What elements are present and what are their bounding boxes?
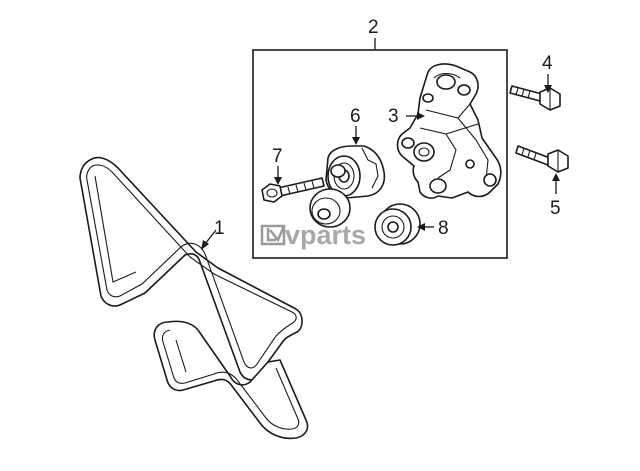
- callout-4: 4: [542, 53, 553, 74]
- callout-3: 3: [388, 106, 399, 127]
- bolt-5: [515, 145, 569, 173]
- watermark-text: vparts: [285, 220, 366, 250]
- watermark: vparts: [260, 220, 366, 250]
- lv-logo-icon: [260, 224, 286, 246]
- callout-6: 6: [350, 106, 361, 127]
- callout-2: 2: [368, 17, 379, 38]
- callout-8: 8: [438, 218, 449, 239]
- callout-1: 1: [214, 218, 225, 239]
- callout-5: 5: [550, 198, 561, 219]
- callout-7: 7: [272, 146, 283, 167]
- serpentine-belt: [79, 156, 309, 440]
- tensioner-bracket: [396, 63, 502, 199]
- bolt-7: [261, 177, 325, 203]
- assembly-frame: [252, 49, 508, 259]
- lower-pulley: [309, 188, 351, 228]
- bolt-4: [509, 85, 561, 111]
- leader-lines: [201, 74, 560, 250]
- idler-pulley: [374, 203, 421, 246]
